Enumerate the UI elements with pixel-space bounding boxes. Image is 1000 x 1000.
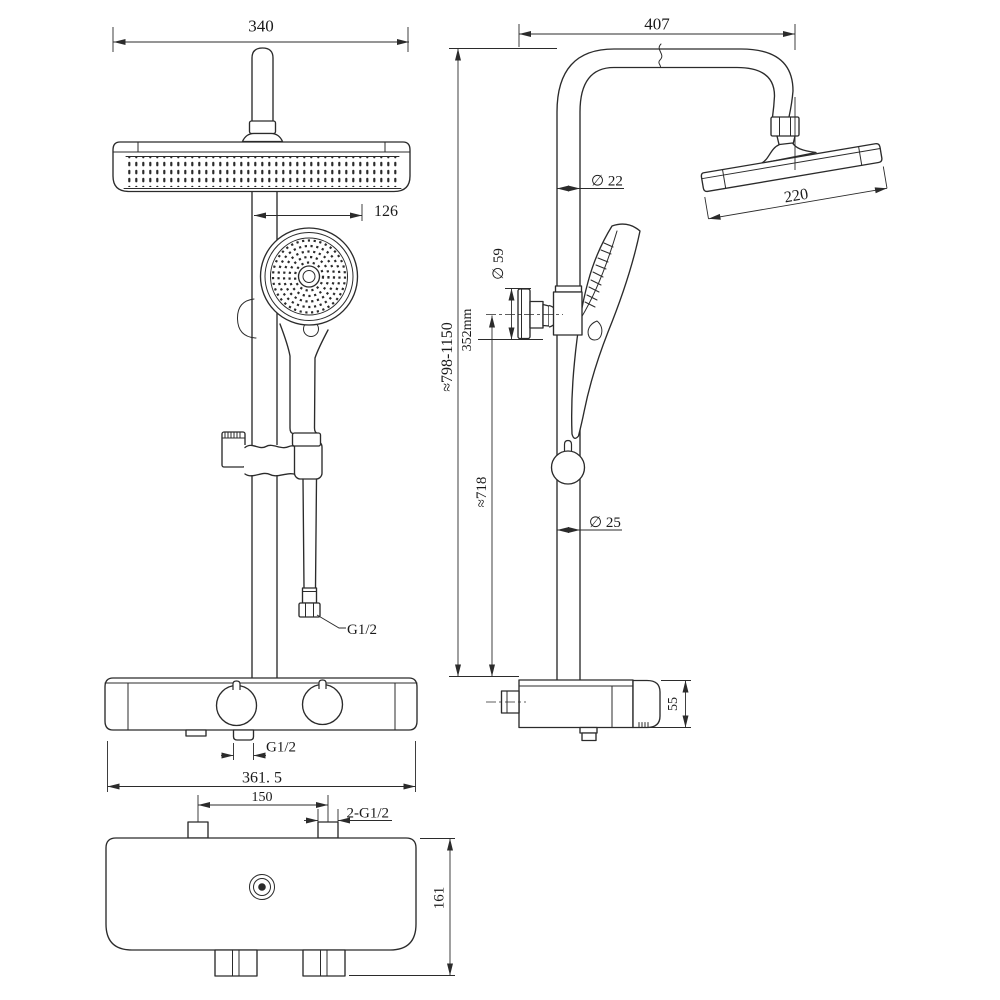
dim-arm-reach: 407 bbox=[518, 15, 796, 170]
front-head-connector bbox=[248, 120, 277, 135]
valve-side-knob bbox=[632, 679, 661, 729]
dim-total-height: ≈798-1150 bbox=[439, 48, 557, 677]
rain-head-side bbox=[700, 142, 883, 193]
dim-flange-height: 352mm bbox=[460, 309, 475, 352]
dim-total-height-label: ≈798-1150 bbox=[439, 322, 456, 392]
dim-valve-depth-label: 161 bbox=[432, 887, 448, 910]
flow-control-knob bbox=[301, 683, 344, 726]
valve-bottom-port bbox=[185, 729, 207, 737]
wand-spray-face bbox=[584, 242, 614, 308]
front-top-pipe bbox=[251, 47, 274, 122]
outlet-thread-label: G1/2 bbox=[266, 740, 296, 756]
valve-bottom-body bbox=[105, 837, 417, 951]
hand-shower-front bbox=[259, 227, 359, 326]
dim-valve-height: 55 bbox=[634, 680, 691, 728]
bottom-center-port bbox=[249, 874, 275, 900]
dim-head-dia-label: 220 bbox=[783, 186, 809, 207]
head-mount bbox=[760, 142, 817, 165]
dim-hand-shower-offset: 126 bbox=[254, 203, 398, 221]
hand-shower-holder-hook bbox=[236, 298, 257, 339]
bottom-view: 2-G1/2 161 bbox=[105, 795, 455, 977]
temp-control-knob bbox=[215, 684, 258, 727]
dim-riser-height: ≈718 bbox=[474, 315, 495, 677]
thermostat-valve-front bbox=[104, 677, 418, 741]
dim-flange-dia-label: ∅ 59 bbox=[491, 248, 507, 280]
shower-hose bbox=[298, 478, 321, 618]
bracket-handle-clamp bbox=[293, 440, 323, 480]
dim-riser-diameter: ∅ 25 bbox=[557, 515, 622, 533]
dim-valve-width-label: 361. 5 bbox=[242, 770, 282, 787]
dim-head-diameter: 220 bbox=[704, 166, 888, 220]
hand-shower-handle bbox=[279, 321, 329, 435]
dim-hand-offset-label: 126 bbox=[374, 203, 398, 220]
dim-valve-width: 361. 5 bbox=[107, 741, 416, 792]
dim-flange-diameter: ∅ 59 bbox=[478, 248, 543, 340]
dim-arm-reach-label: 407 bbox=[644, 15, 670, 34]
slide-bar-bracket bbox=[221, 431, 323, 480]
dim-inlet-spacing: 150 bbox=[198, 790, 328, 808]
dim-arm-dia-label: ∅ 22 bbox=[591, 174, 623, 190]
hand-shower-hub bbox=[297, 265, 321, 288]
slider-collar bbox=[554, 285, 583, 293]
front-view: 340 126 G1/2 G1/2 361. 5 150 bbox=[104, 17, 418, 808]
dim-front-width-label: 340 bbox=[248, 17, 274, 36]
dim-riser-dia-label: ∅ 25 bbox=[589, 515, 621, 531]
handle-collar bbox=[291, 432, 322, 447]
inlet-threads-label: 2-G1/2 bbox=[347, 806, 390, 822]
front-head-flange bbox=[241, 132, 284, 143]
dim-flange-height-label: 352mm bbox=[460, 309, 475, 352]
mounting-feet bbox=[214, 949, 346, 977]
side-view: 407 ∅ 22 220 ∅ 59 352mm ≈798-1150 ≈718 bbox=[439, 15, 888, 742]
wall-flange bbox=[517, 288, 531, 340]
inlet-port-right bbox=[317, 821, 339, 839]
slider-knob-side bbox=[550, 439, 586, 485]
hose-ferrule bbox=[301, 587, 318, 604]
hose-thread-label: G1/2 bbox=[347, 622, 377, 638]
wall-bracket-side bbox=[486, 285, 583, 340]
slider-sleeve bbox=[552, 291, 583, 336]
temp-knob-notch bbox=[232, 680, 241, 690]
hose-outlet-stub bbox=[232, 729, 255, 741]
rain-head-spray-face bbox=[126, 157, 399, 187]
wand-hang-loop bbox=[587, 320, 603, 341]
flow-knob-notch bbox=[318, 679, 327, 689]
side-head-connector bbox=[760, 116, 817, 165]
dim-front-width: 340 bbox=[112, 17, 409, 52]
dim-arm-diameter: ∅ 22 bbox=[557, 174, 624, 192]
dim-inlet-spacing-label: 150 bbox=[252, 790, 273, 805]
dim-riser-height-label: ≈718 bbox=[474, 477, 490, 508]
dim-valve-depth: 161 bbox=[349, 838, 455, 976]
rain-head-front bbox=[112, 141, 411, 193]
side-outlet-stub bbox=[579, 726, 598, 734]
inlet-port-left bbox=[187, 821, 209, 839]
callout-hose-thread: G1/2 bbox=[316, 614, 377, 638]
riser-and-arm bbox=[556, 43, 794, 681]
hose-nut bbox=[298, 602, 321, 618]
thermostat-valve-side bbox=[486, 679, 661, 742]
pipe-break-mark bbox=[658, 43, 663, 68]
dim-outlet-thread: G1/2 bbox=[221, 740, 296, 760]
dim-inlet-threads: 2-G1/2 bbox=[304, 806, 392, 827]
dim-valve-height-label: 55 bbox=[666, 697, 681, 711]
